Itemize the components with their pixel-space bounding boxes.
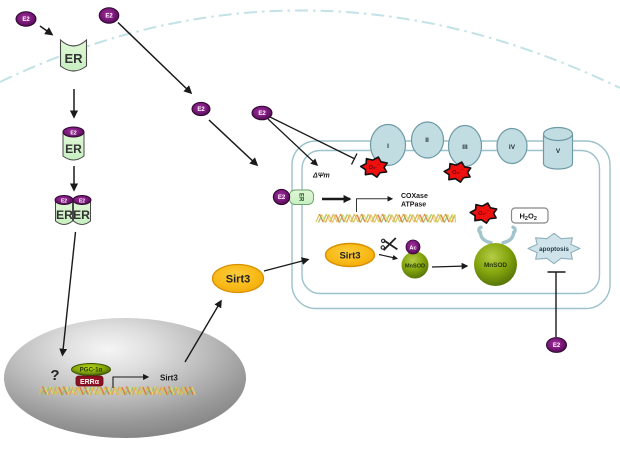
svg-text:H2O2: H2O2 [520, 212, 537, 223]
svg-text:E2: E2 [22, 17, 30, 23]
svg-text:Sirt3: Sirt3 [160, 374, 178, 383]
svg-text:IV: IV [509, 144, 516, 151]
svg-text:E2: E2 [197, 107, 205, 113]
svg-text:ATPase: ATPase [401, 202, 426, 209]
svg-text:ERRα: ERRα [80, 379, 100, 386]
svg-text:ERER: ERER [56, 210, 91, 222]
svg-text:III: III [462, 144, 468, 151]
svg-text:Sirt3: Sirt3 [226, 274, 250, 286]
svg-text:O₂·¯: O₂·¯ [452, 169, 465, 176]
svg-text:V: V [556, 148, 561, 155]
svg-text:apoptosis: apoptosis [539, 246, 569, 253]
svg-text:E2: E2 [553, 343, 561, 349]
svg-text:E2: E2 [105, 14, 113, 20]
svg-text:I: I [387, 143, 389, 150]
svg-text:E2: E2 [61, 199, 67, 205]
svg-text:MnSOD: MnSOD [484, 262, 507, 269]
svg-text:COXase: COXase [401, 193, 428, 200]
svg-text:II: II [425, 137, 429, 144]
svg-text:O₂·¯: O₂·¯ [369, 164, 382, 171]
svg-text:E2: E2 [79, 199, 85, 205]
svg-text:ER: ER [65, 142, 82, 156]
svg-text:MnSOD: MnSOD [405, 264, 425, 270]
svg-text:PGC-1α: PGC-1α [80, 367, 103, 374]
svg-text:E2: E2 [278, 195, 286, 201]
svg-text:?: ? [50, 367, 59, 384]
svg-text:O₂·¯: O₂·¯ [478, 210, 491, 217]
svg-text:Sirt3: Sirt3 [339, 251, 360, 262]
svg-text:ΔΨm: ΔΨm [312, 173, 330, 180]
svg-text:ER: ER [297, 193, 303, 202]
svg-text:E2: E2 [70, 131, 76, 137]
svg-text:Ac: Ac [409, 246, 416, 252]
svg-text:E2: E2 [258, 111, 266, 117]
svg-text:ER: ER [64, 51, 83, 66]
